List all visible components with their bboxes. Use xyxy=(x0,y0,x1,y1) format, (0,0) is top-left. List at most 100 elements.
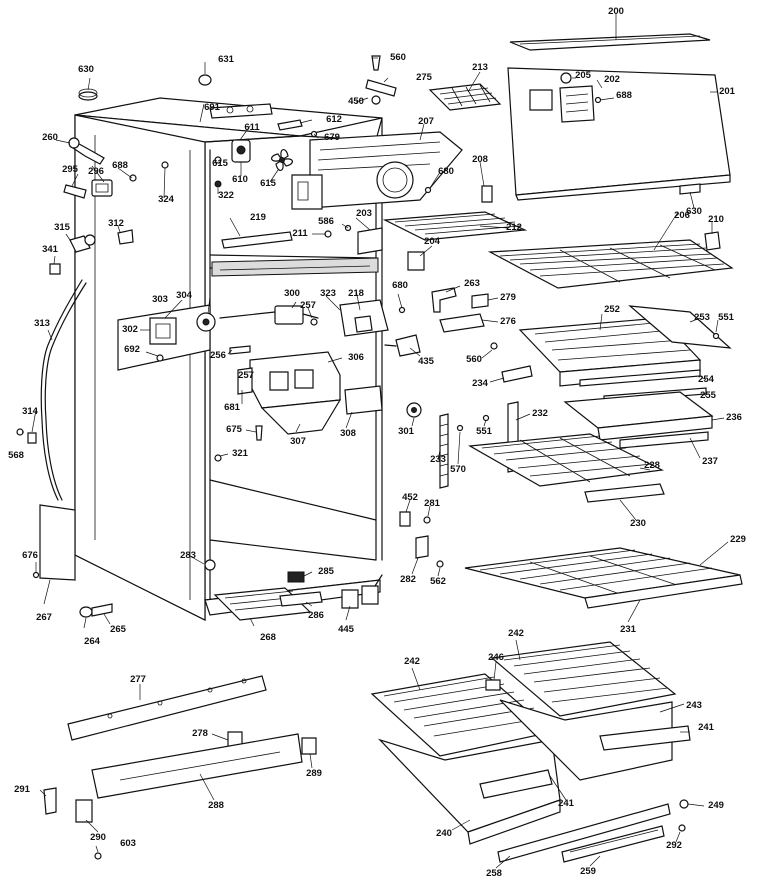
label-252: 252 xyxy=(604,304,620,315)
label-681: 681 xyxy=(224,402,240,413)
label-256: 256 xyxy=(210,350,226,361)
label-551-top: 551 xyxy=(718,312,734,323)
crisper-right-242 xyxy=(492,642,690,780)
label-551-mid: 551 xyxy=(476,426,492,437)
label-303: 303 xyxy=(152,294,168,305)
crisper-left-242 xyxy=(372,674,560,844)
label-277: 277 xyxy=(130,674,146,685)
label-435: 435 xyxy=(418,356,434,367)
label-611: 611 xyxy=(244,122,260,133)
label-688-door: 688 xyxy=(616,90,632,101)
label-233: 233 xyxy=(430,454,446,465)
freezer-shelf-212 xyxy=(385,212,525,240)
rail-258 xyxy=(498,804,670,862)
label-212: 212 xyxy=(506,222,522,233)
label-219: 219 xyxy=(250,212,266,223)
label-242-left: 242 xyxy=(404,656,420,667)
label-260: 260 xyxy=(42,132,58,143)
label-304: 304 xyxy=(176,290,192,301)
label-205: 205 xyxy=(575,70,591,81)
lower-cabinet-parts xyxy=(80,560,382,620)
leader-lines xyxy=(22,14,728,868)
label-241-left: 241 xyxy=(558,798,574,809)
label-312: 312 xyxy=(108,218,124,229)
label-282: 282 xyxy=(400,574,416,585)
label-232: 232 xyxy=(532,408,548,419)
top-left-parts xyxy=(17,75,211,578)
label-264: 264 xyxy=(84,636,100,647)
label-213: 213 xyxy=(472,62,488,73)
label-206: 206 xyxy=(674,210,690,221)
label-236: 236 xyxy=(726,412,742,423)
clip-249 xyxy=(680,800,688,808)
label-231: 231 xyxy=(620,624,636,635)
label-258: 258 xyxy=(486,868,502,879)
top-center-parts xyxy=(210,56,500,237)
label-680-mid: 680 xyxy=(392,280,408,291)
label-679: 679 xyxy=(324,132,340,143)
label-240: 240 xyxy=(436,828,452,839)
pan-236 xyxy=(565,392,712,440)
label-560-top: 560 xyxy=(390,52,406,63)
label-204: 204 xyxy=(424,236,440,247)
label-450: 450 xyxy=(348,96,364,107)
label-675: 675 xyxy=(226,424,242,435)
label-603: 603 xyxy=(120,838,136,849)
label-254: 254 xyxy=(698,374,714,385)
label-201: 201 xyxy=(719,86,735,97)
label-314: 314 xyxy=(22,406,38,417)
label-313: 313 xyxy=(34,318,50,329)
control-assembly xyxy=(118,300,421,461)
screw-551 xyxy=(714,334,719,339)
label-283: 283 xyxy=(180,550,196,561)
bracket-279 xyxy=(472,294,488,308)
label-452: 452 xyxy=(402,492,418,503)
label-610: 610 xyxy=(232,174,248,185)
label-568: 568 xyxy=(8,450,24,461)
side-panel-267 xyxy=(40,505,75,580)
label-630-door: 630 xyxy=(686,206,702,217)
shelf-228 xyxy=(470,434,662,486)
label-246: 246 xyxy=(488,652,504,663)
label-259: 259 xyxy=(580,866,596,877)
screw-281 xyxy=(424,517,430,523)
label-612: 612 xyxy=(326,114,342,125)
label-296: 296 xyxy=(88,166,104,177)
label-691: 691 xyxy=(204,102,220,113)
label-324: 324 xyxy=(158,194,174,205)
label-278: 278 xyxy=(192,728,208,739)
label-301: 301 xyxy=(398,426,414,437)
divider-246 xyxy=(486,680,500,690)
label-268: 268 xyxy=(260,632,276,643)
label-290: 290 xyxy=(90,832,106,843)
door-hardware xyxy=(44,676,316,859)
label-202: 202 xyxy=(604,74,620,85)
label-257-top: 257 xyxy=(300,300,316,311)
label-211: 211 xyxy=(292,228,308,239)
bracket-263 xyxy=(432,288,456,312)
label-630-top: 630 xyxy=(78,64,94,75)
label-228: 228 xyxy=(644,460,660,471)
label-249: 249 xyxy=(708,800,724,811)
shelf-229 xyxy=(465,548,742,608)
label-306: 306 xyxy=(348,352,364,363)
label-302: 302 xyxy=(122,324,138,335)
label-289: 289 xyxy=(306,768,322,779)
label-286: 286 xyxy=(308,610,324,621)
label-322: 322 xyxy=(218,190,234,201)
label-631: 631 xyxy=(218,54,234,65)
label-265: 265 xyxy=(110,624,126,635)
label-285: 285 xyxy=(318,566,334,577)
bracket-276 xyxy=(440,314,484,332)
label-281: 281 xyxy=(424,498,440,509)
label-267: 267 xyxy=(36,612,52,623)
bracket-282 xyxy=(416,536,428,558)
label-288: 288 xyxy=(208,800,224,811)
label-680-top: 680 xyxy=(438,166,454,177)
label-295: 295 xyxy=(62,164,78,175)
screw-562 xyxy=(437,561,443,567)
clip-292 xyxy=(679,825,685,831)
label-200: 200 xyxy=(608,6,624,17)
label-241-right: 241 xyxy=(698,722,714,733)
